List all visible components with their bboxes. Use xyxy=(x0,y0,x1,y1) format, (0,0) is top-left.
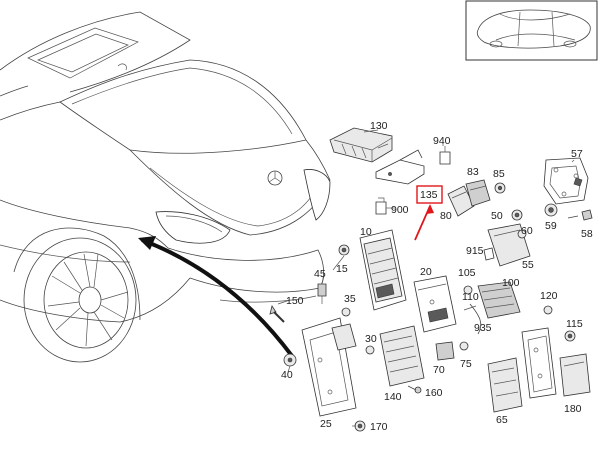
location-arrow xyxy=(138,236,294,358)
part-65-control-unit[interactable] xyxy=(487,357,523,413)
part-75-grommet[interactable] xyxy=(459,341,469,351)
callout-35[interactable]: 35 xyxy=(344,293,356,305)
callout-45[interactable]: 45 xyxy=(314,268,326,280)
vehicle-inset-thumbnail xyxy=(465,0,598,61)
part-50-nut[interactable] xyxy=(511,209,523,221)
callout-60[interactable]: 60 xyxy=(521,225,533,237)
part-935-cable[interactable] xyxy=(469,303,482,335)
part-45-fastener[interactable] xyxy=(317,283,327,304)
part-59-grommet[interactable] xyxy=(544,203,558,217)
callout-170[interactable]: 170 xyxy=(370,421,388,433)
callout-15[interactable]: 15 xyxy=(336,263,348,275)
callout-110[interactable]: 110 xyxy=(462,291,479,303)
callout-40[interactable]: 40 xyxy=(281,369,293,381)
callout-115[interactable]: 115 xyxy=(566,318,583,330)
callout-150[interactable]: 150 xyxy=(286,295,304,307)
part-85-grommet[interactable] xyxy=(494,182,506,194)
callout-50[interactable]: 50 xyxy=(491,210,503,222)
callout-135[interactable]: 135 xyxy=(420,189,438,201)
part-140-control-unit[interactable] xyxy=(379,325,425,387)
highlight-box-135 xyxy=(416,185,443,204)
part-58-screw[interactable] xyxy=(567,209,593,221)
part-120-grommet[interactable] xyxy=(543,305,553,315)
part-160-screw[interactable] xyxy=(407,385,422,394)
part-25-bracket[interactable] xyxy=(301,317,357,417)
part-15-grommet[interactable] xyxy=(338,244,350,256)
callout-120[interactable]: 120 xyxy=(540,290,558,302)
callout-935[interactable]: 935 xyxy=(474,322,492,334)
part-900-clip[interactable] xyxy=(375,197,387,215)
callout-55[interactable]: 55 xyxy=(522,259,534,271)
callout-160[interactable]: 160 xyxy=(425,387,443,399)
callout-140[interactable]: 140 xyxy=(384,391,402,403)
callout-30[interactable]: 30 xyxy=(365,333,377,345)
callout-labels: 130 940 57 83 85 135 900 80 50 59 58 60 … xyxy=(281,120,593,433)
callout-130[interactable]: 130 xyxy=(370,120,388,132)
callout-70[interactable]: 70 xyxy=(433,364,445,376)
part-130-tray[interactable] xyxy=(329,127,393,163)
callout-10[interactable]: 10 xyxy=(360,226,372,238)
callout-58[interactable]: 58 xyxy=(581,228,593,240)
bracket-plate[interactable] xyxy=(375,149,425,185)
part-100-control-unit[interactable] xyxy=(477,281,521,319)
callout-915[interactable]: 915 xyxy=(466,245,484,257)
callout-100[interactable]: 100 xyxy=(502,277,520,289)
callout-65[interactable]: 65 xyxy=(496,414,508,426)
callout-83[interactable]: 83 xyxy=(467,166,479,178)
leader-lines xyxy=(277,129,575,427)
callout-25[interactable]: 25 xyxy=(320,418,332,430)
part-40-nut[interactable] xyxy=(283,353,297,367)
callout-20[interactable]: 20 xyxy=(420,266,432,278)
callout-940[interactable]: 940 xyxy=(433,135,451,147)
part-940-connector[interactable] xyxy=(439,146,451,165)
part-105-grommet[interactable] xyxy=(463,285,477,311)
callout-85[interactable]: 85 xyxy=(493,168,505,180)
callout-59[interactable]: 59 xyxy=(545,220,557,232)
vehicle-rear-illustration xyxy=(0,11,331,363)
part-135-indicator-arrow xyxy=(414,204,434,241)
part-30-clip[interactable] xyxy=(365,345,375,355)
part-57-bracket[interactable] xyxy=(543,157,589,205)
callout-105[interactable]: 105 xyxy=(458,267,476,279)
part-10-control-unit[interactable] xyxy=(359,229,407,311)
part-83-module[interactable] xyxy=(465,179,491,207)
part-60-grommet[interactable] xyxy=(517,229,527,239)
callout-180[interactable]: 180 xyxy=(564,403,582,415)
part-110-bracket[interactable] xyxy=(521,327,557,399)
part-170-nut[interactable] xyxy=(354,420,366,432)
part-115-grommet[interactable] xyxy=(564,330,576,342)
part-80-module[interactable] xyxy=(447,185,475,217)
callout-57[interactable]: 57 xyxy=(571,148,583,160)
part-20-control-unit[interactable] xyxy=(413,275,457,333)
part-35-washer[interactable] xyxy=(341,307,351,317)
part-180-control-unit[interactable] xyxy=(559,353,591,397)
callout-80[interactable]: 80 xyxy=(440,210,452,222)
callout-900[interactable]: 900 xyxy=(391,204,409,216)
part-70-connector[interactable] xyxy=(435,341,455,361)
callout-75[interactable]: 75 xyxy=(460,358,472,370)
part-150-bolt[interactable] xyxy=(269,305,285,323)
